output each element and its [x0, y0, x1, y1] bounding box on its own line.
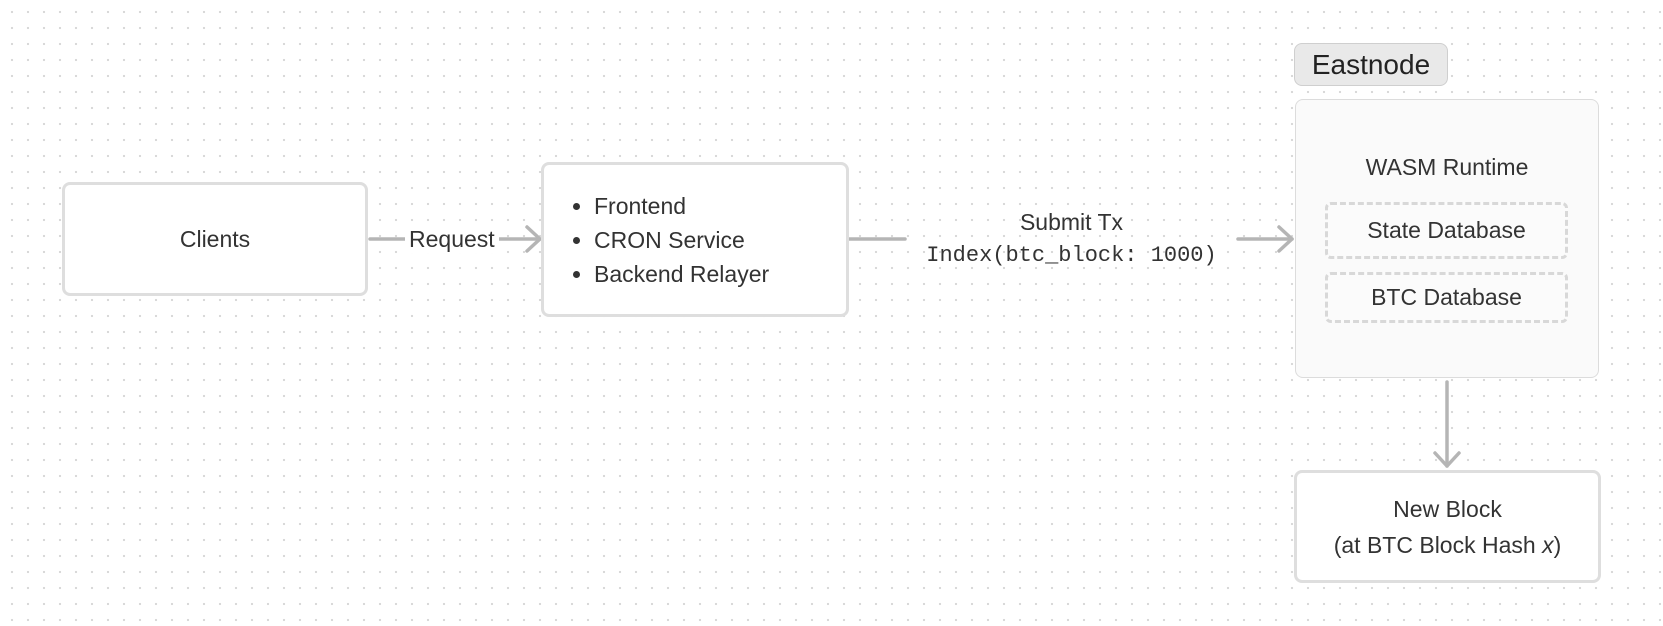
new-block-node[interactable]: New Block (at BTC Block Hash x) — [1294, 470, 1601, 583]
submit-arrowhead — [1277, 225, 1294, 253]
service-item-frontend: Frontend — [594, 189, 769, 223]
new-block-subtitle: (at BTC Block Hash x) — [1334, 527, 1562, 563]
btc-database-label: BTC Database — [1371, 284, 1522, 310]
service-item-cron: CRON Service — [594, 223, 769, 257]
services-node[interactable]: Frontend CRON Service Backend Relayer — [541, 162, 849, 317]
request-edge-label: Request — [405, 225, 499, 253]
request-arrowhead — [525, 225, 542, 253]
new-block-subtitle-prefix: (at BTC Block Hash — [1333, 531, 1543, 558]
eastnode-title: Eastnode — [1294, 43, 1448, 86]
eastnode-container[interactable]: WASM Runtime State Database BTC Database — [1295, 99, 1599, 378]
eastnode-title-text: Eastnode — [1311, 48, 1431, 80]
new-block-title: New Block — [1393, 495, 1502, 522]
wasm-runtime-label: WASM Runtime — [1365, 154, 1529, 180]
submit-edge-code: Index(btc_block: 1000) — [926, 243, 1217, 268]
clients-label: Clients — [179, 225, 251, 252]
btc-database-node[interactable]: BTC Database — [1325, 272, 1568, 323]
new-block-hash-variable: x — [1542, 531, 1554, 558]
new-block-arrowhead — [1433, 451, 1461, 468]
submit-edge-label: Submit Tx Index(btc_block: 1000) — [905, 205, 1238, 273]
service-item-relayer: Backend Relayer — [594, 257, 769, 291]
submit-edge-title: Submit Tx — [1019, 209, 1124, 235]
state-database-node[interactable]: State Database — [1325, 202, 1568, 259]
services-list: Frontend CRON Service Backend Relayer — [544, 189, 769, 291]
clients-node[interactable]: Clients — [62, 182, 368, 296]
new-block-subtitle-suffix: ) — [1553, 531, 1562, 558]
state-database-label: State Database — [1367, 217, 1526, 243]
